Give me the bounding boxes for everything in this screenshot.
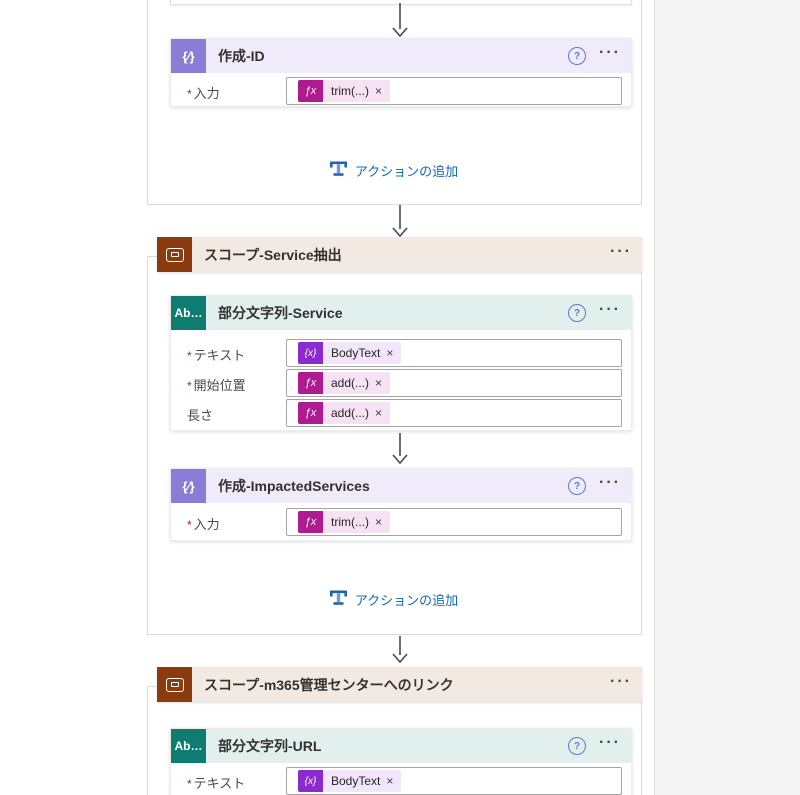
scope-icon-glyph <box>165 677 184 692</box>
help-icon[interactable]: ? <box>568 304 587 322</box>
add-action-label: アクションの追加 <box>354 593 459 608</box>
compose-icon-glyph: {∕} <box>182 48 195 64</box>
scope-card-service[interactable]: スコープ-Service抽出 ··· <box>157 237 642 272</box>
more-options-icon[interactable]: ··· <box>610 672 632 690</box>
scope-icon-glyph <box>165 247 184 262</box>
flow-arrow-icon <box>388 636 412 663</box>
required-asterisk: * <box>187 349 192 363</box>
token-text: trim(...) <box>331 515 369 529</box>
expression-token[interactable]: ƒx add(...) × <box>298 372 391 394</box>
action-card-header[interactable]: {∕} 作成-ImpactedServices ? ··· <box>171 469 631 503</box>
action-card-header[interactable]: Ab… 部分文字列-URL ? ··· <box>171 729 631 763</box>
input-field[interactable]: {x} BodyText × <box>286 339 622 367</box>
required-asterisk: * <box>187 87 192 101</box>
action-title: 部分文字列-Service <box>218 305 343 321</box>
action-card-compose-impactedservices[interactable]: {∕} 作成-ImpactedServices ? ··· *入力 ƒx tri… <box>170 468 632 541</box>
variable-icon: {x} <box>298 770 323 792</box>
expression-token[interactable]: ƒx trim(...) × <box>298 80 391 102</box>
canvas-gutter <box>654 0 800 795</box>
fx-icon: ƒx <box>298 80 323 102</box>
add-action-icon <box>329 160 348 181</box>
token-text: add(...) <box>331 376 370 390</box>
token-text: BodyText <box>331 346 381 360</box>
required-asterisk: * <box>187 777 192 791</box>
scope-icon <box>157 237 192 272</box>
action-card-substring-service[interactable]: Ab… 部分文字列-Service ? ··· *テキスト {x} BodyTe… <box>170 295 632 431</box>
input-field[interactable]: ƒx add(...) × <box>286 369 622 397</box>
compose-icon: {∕} <box>171 469 206 503</box>
remove-token-icon[interactable]: × <box>386 346 394 360</box>
add-action-label: アクションの追加 <box>354 164 459 179</box>
required-asterisk: * <box>187 518 192 532</box>
action-title: 作成-ID <box>218 48 265 64</box>
add-action-icon <box>329 589 348 610</box>
input-field[interactable]: ƒx trim(...) × <box>286 508 622 536</box>
expression-token[interactable]: ƒx add(...) × <box>298 402 391 424</box>
input-field[interactable]: {x} BodyText × <box>286 767 622 795</box>
token-text: add(...) <box>331 406 370 420</box>
action-title: 作成-ImpactedServices <box>218 478 370 494</box>
field-label: *入力 <box>187 517 220 532</box>
action-card-header[interactable]: {∕} 作成-ID ? ··· <box>171 39 631 73</box>
input-field[interactable]: ƒx trim(...) × <box>286 77 622 105</box>
scope-icon <box>157 667 192 702</box>
help-icon[interactable]: ? <box>568 737 587 755</box>
fx-icon: ƒx <box>298 402 323 424</box>
fx-icon: ƒx <box>298 511 323 533</box>
scope-card-m365-link[interactable]: スコープ-m365管理センターへのリンク ··· <box>157 667 642 702</box>
text-functions-icon: Ab… <box>171 729 206 763</box>
compose-icon: {∕} <box>171 39 206 73</box>
action-card-compose-id[interactable]: {∕} 作成-ID ? ··· *入力 ƒx trim(...) × <box>170 38 632 107</box>
action-card-substring-url[interactable]: Ab… 部分文字列-URL ? ··· *テキスト {x} BodyText × <box>170 728 632 795</box>
dynamic-content-token[interactable]: {x} BodyText × <box>298 342 402 364</box>
input-field[interactable]: ƒx add(...) × <box>286 399 622 427</box>
add-action-button[interactable]: アクションの追加 <box>329 589 458 610</box>
help-icon[interactable]: ? <box>568 477 587 495</box>
more-options-icon[interactable]: ··· <box>599 734 621 751</box>
field-label: *入力 <box>187 86 220 101</box>
flow-arrow-icon <box>388 433 412 464</box>
field-label: *テキスト <box>187 348 246 363</box>
previous-card-edge <box>170 0 632 5</box>
action-card-header[interactable]: Ab… 部分文字列-Service ? ··· <box>171 296 631 330</box>
compose-icon-glyph: {∕} <box>182 478 195 494</box>
action-title: 部分文字列-URL <box>218 738 322 754</box>
field-label: 長さ <box>187 408 214 423</box>
flow-arrow-icon <box>388 205 412 237</box>
scope-title: スコープ-Service抽出 <box>204 246 342 263</box>
more-options-icon[interactable]: ··· <box>599 44 621 61</box>
field-label: *テキスト <box>187 776 246 791</box>
token-text: BodyText <box>331 774 381 788</box>
flow-arrow-icon <box>388 3 412 37</box>
remove-token-icon[interactable]: × <box>375 84 383 98</box>
expression-token[interactable]: ƒx trim(...) × <box>298 511 391 533</box>
more-options-icon[interactable]: ··· <box>599 474 621 491</box>
required-asterisk: * <box>187 379 192 393</box>
remove-token-icon[interactable]: × <box>386 774 394 788</box>
help-icon[interactable]: ? <box>568 47 587 65</box>
more-options-icon[interactable]: ··· <box>599 301 621 318</box>
more-options-icon[interactable]: ··· <box>610 242 632 260</box>
remove-token-icon[interactable]: × <box>375 515 383 529</box>
text-functions-icon: Ab… <box>171 296 206 330</box>
remove-token-icon[interactable]: × <box>375 406 383 420</box>
variable-icon: {x} <box>298 342 323 364</box>
add-action-button[interactable]: アクションの追加 <box>329 160 458 181</box>
field-label: *開始位置 <box>187 378 246 393</box>
remove-token-icon[interactable]: × <box>375 376 383 390</box>
scope-title: スコープ-m365管理センターへのリンク <box>204 676 454 693</box>
token-text: trim(...) <box>331 84 369 98</box>
fx-icon: ƒx <box>298 372 323 394</box>
dynamic-content-token[interactable]: {x} BodyText × <box>298 770 402 792</box>
